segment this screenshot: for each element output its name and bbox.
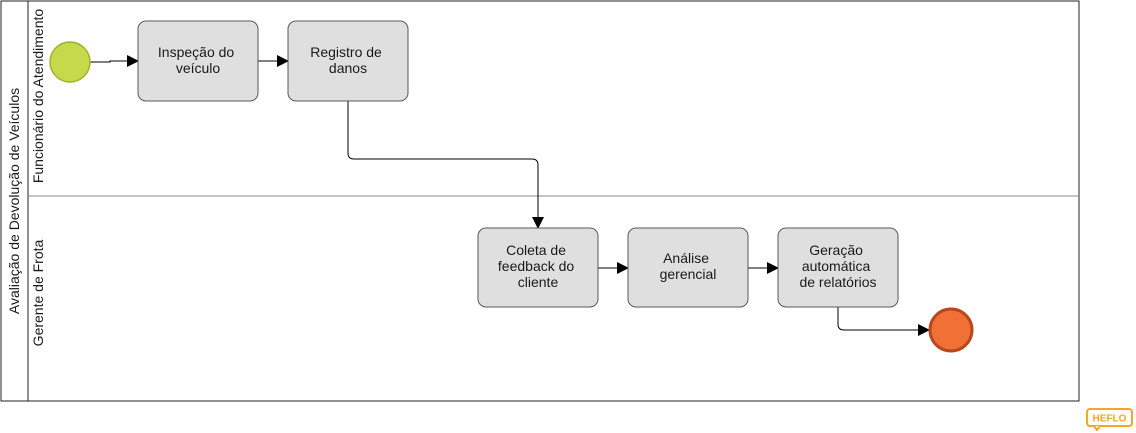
task-analise-gerencial[interactable]: Análise gerencial — [627, 227, 749, 308]
flow-registro-to-coleta — [347, 101, 544, 229]
svg-text:Análise gerencial: Análise gerencial — [660, 250, 717, 282]
heflo-logo[interactable]: HEFLO — [1086, 408, 1133, 431]
task-label-line: Análise — [663, 250, 709, 266]
flow-geracao-to-end — [837, 307, 930, 336]
task-inspecao-do-veiculo[interactable]: Inspeção do veículo — [137, 20, 259, 102]
svg-text:Coleta de feedback do: Coleta de feedback do cliente — [498, 242, 578, 290]
svg-text:Geração automática: Geração automática de relatórios — [799, 242, 876, 290]
task-label-line: Coleta de — [506, 242, 566, 258]
task-coleta-de-feedback[interactable]: Coleta de feedback do cliente — [477, 227, 599, 308]
end-event[interactable] — [928, 307, 974, 353]
start-event[interactable] — [49, 41, 91, 83]
svg-text:Registro de danos: Registro de danos — [310, 44, 385, 76]
task-label-line: Registro de — [310, 44, 382, 60]
task-label-line: feedback do — [498, 258, 574, 274]
task-label-line: gerencial — [660, 266, 717, 282]
task-label-line: Inspeção do — [158, 44, 234, 60]
pool-label: Avaliação de Devolução de Veículos — [6, 88, 22, 314]
logo-text: HEFLO — [1093, 414, 1127, 425]
task-label-line: veículo — [176, 60, 221, 76]
lane-label-funcionario: Funcionário do Atendimento — [30, 9, 46, 184]
task-label-line: danos — [329, 60, 367, 76]
svg-text:Inspeção do veículo: Inspeção do veículo — [158, 44, 238, 76]
flow-start-to-inspecao — [90, 55, 139, 67]
task-label-line: automática — [802, 258, 871, 274]
sequence-flows — [90, 55, 930, 336]
task-label-line: cliente — [518, 274, 559, 290]
task-registro-de-danos[interactable]: Registro de danos — [287, 20, 409, 102]
lane-label-gerente: Gerente de Frota — [30, 239, 46, 346]
pool: Avaliação de Devolução de Veículos Funci… — [0, 0, 1080, 402]
task-label-line: de relatórios — [799, 274, 876, 290]
task-label-line: Geração — [809, 242, 863, 258]
task-geracao-automatica-de-relatorios[interactable]: Geração automática de relatórios — [777, 227, 899, 308]
